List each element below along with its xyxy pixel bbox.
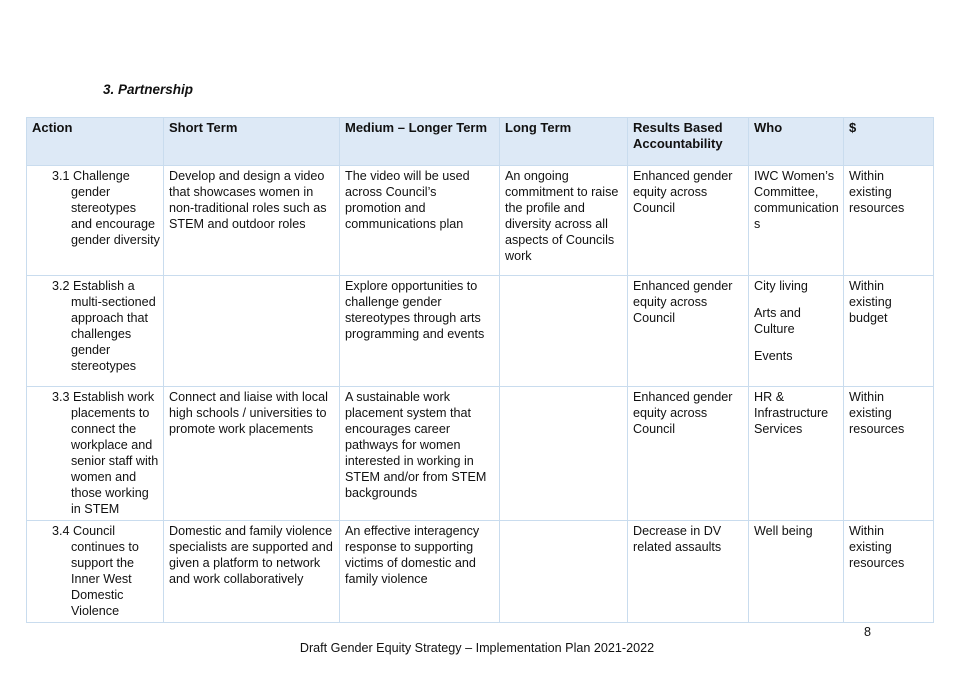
header-action: Action [26, 117, 164, 166]
who-entry: IWC Women’s Committee, communication s [754, 169, 839, 231]
who-cell: IWC Women’s Committee, communication s [748, 165, 844, 276]
who-entry: Well being [754, 524, 813, 538]
section-heading: 3. Partnership [103, 82, 194, 97]
page-body: Action Short Term Medium – Longer Term L… [26, 117, 934, 656]
action-cell: 3.4 Council continues to support the Inn… [26, 520, 164, 623]
action-cell: 3.3 Establish work placements to connect… [26, 386, 164, 521]
cost-cell: Within existing resources [843, 386, 934, 521]
table-row: 3.1 Challenge gender stereotypes and enc… [26, 165, 934, 276]
header-long-term: Long Term [499, 117, 628, 166]
short-term-cell [163, 275, 340, 387]
rba-cell: Enhanced gender equity across Council [627, 165, 749, 276]
table-row: 3.2 Establish a multi-sectioned approach… [26, 275, 934, 387]
who-entry: HR & Infrastructure Services [754, 390, 829, 436]
long-term-cell: An ongoing commitment to raise the profi… [499, 165, 628, 276]
cost-cell: Within existing resources [843, 520, 934, 623]
short-term-cell: Develop and design a video that showcase… [163, 165, 340, 276]
short-term-cell: Domestic and family violence specialists… [163, 520, 340, 623]
long-term-cell [499, 275, 628, 387]
action-cell: 3.1 Challenge gender stereotypes and enc… [26, 165, 164, 276]
header-cost: $ [843, 117, 934, 166]
who-cell: HR & Infrastructure Services [748, 386, 844, 521]
short-term-cell: Connect and liaise with local high schoo… [163, 386, 340, 521]
who-entry: Events [754, 349, 793, 363]
rba-cell: Enhanced gender equity across Council [627, 386, 749, 521]
rba-cell: Enhanced gender equity across Council [627, 275, 749, 387]
header-who: Who [748, 117, 844, 166]
page-number: 8 [864, 625, 872, 639]
rba-cell: Decrease in DV related assaults [627, 520, 749, 623]
long-term-cell [499, 520, 628, 623]
who-entry: Arts and Culture [754, 306, 801, 336]
partnership-table: Action Short Term Medium – Longer Term L… [26, 117, 934, 623]
medium-term-cell: An effective interagency response to sup… [339, 520, 500, 623]
table-row: 3.4 Council continues to support the Inn… [26, 520, 934, 623]
medium-term-cell: The video will be used across Council’s … [339, 165, 500, 276]
table-header-row: Action Short Term Medium – Longer Term L… [26, 117, 934, 166]
cost-cell: Within existing budget [843, 275, 934, 387]
cost-cell: Within existing resources [843, 165, 934, 276]
medium-term-cell: A sustainable work placement system that… [339, 386, 500, 521]
header-short-term: Short Term [163, 117, 340, 166]
long-term-cell [499, 386, 628, 521]
medium-term-cell: Explore opportunities to challenge gende… [339, 275, 500, 387]
who-entry: City living [754, 279, 808, 293]
header-rba: Results Based Accountability [627, 117, 749, 166]
who-cell: Well being [748, 520, 844, 623]
action-cell: 3.2 Establish a multi-sectioned approach… [26, 275, 164, 387]
table-row: 3.3 Establish work placements to connect… [26, 386, 934, 521]
page-footer: Draft Gender Equity Strategy – Implement… [299, 641, 655, 655]
header-medium-term: Medium – Longer Term [339, 117, 500, 166]
